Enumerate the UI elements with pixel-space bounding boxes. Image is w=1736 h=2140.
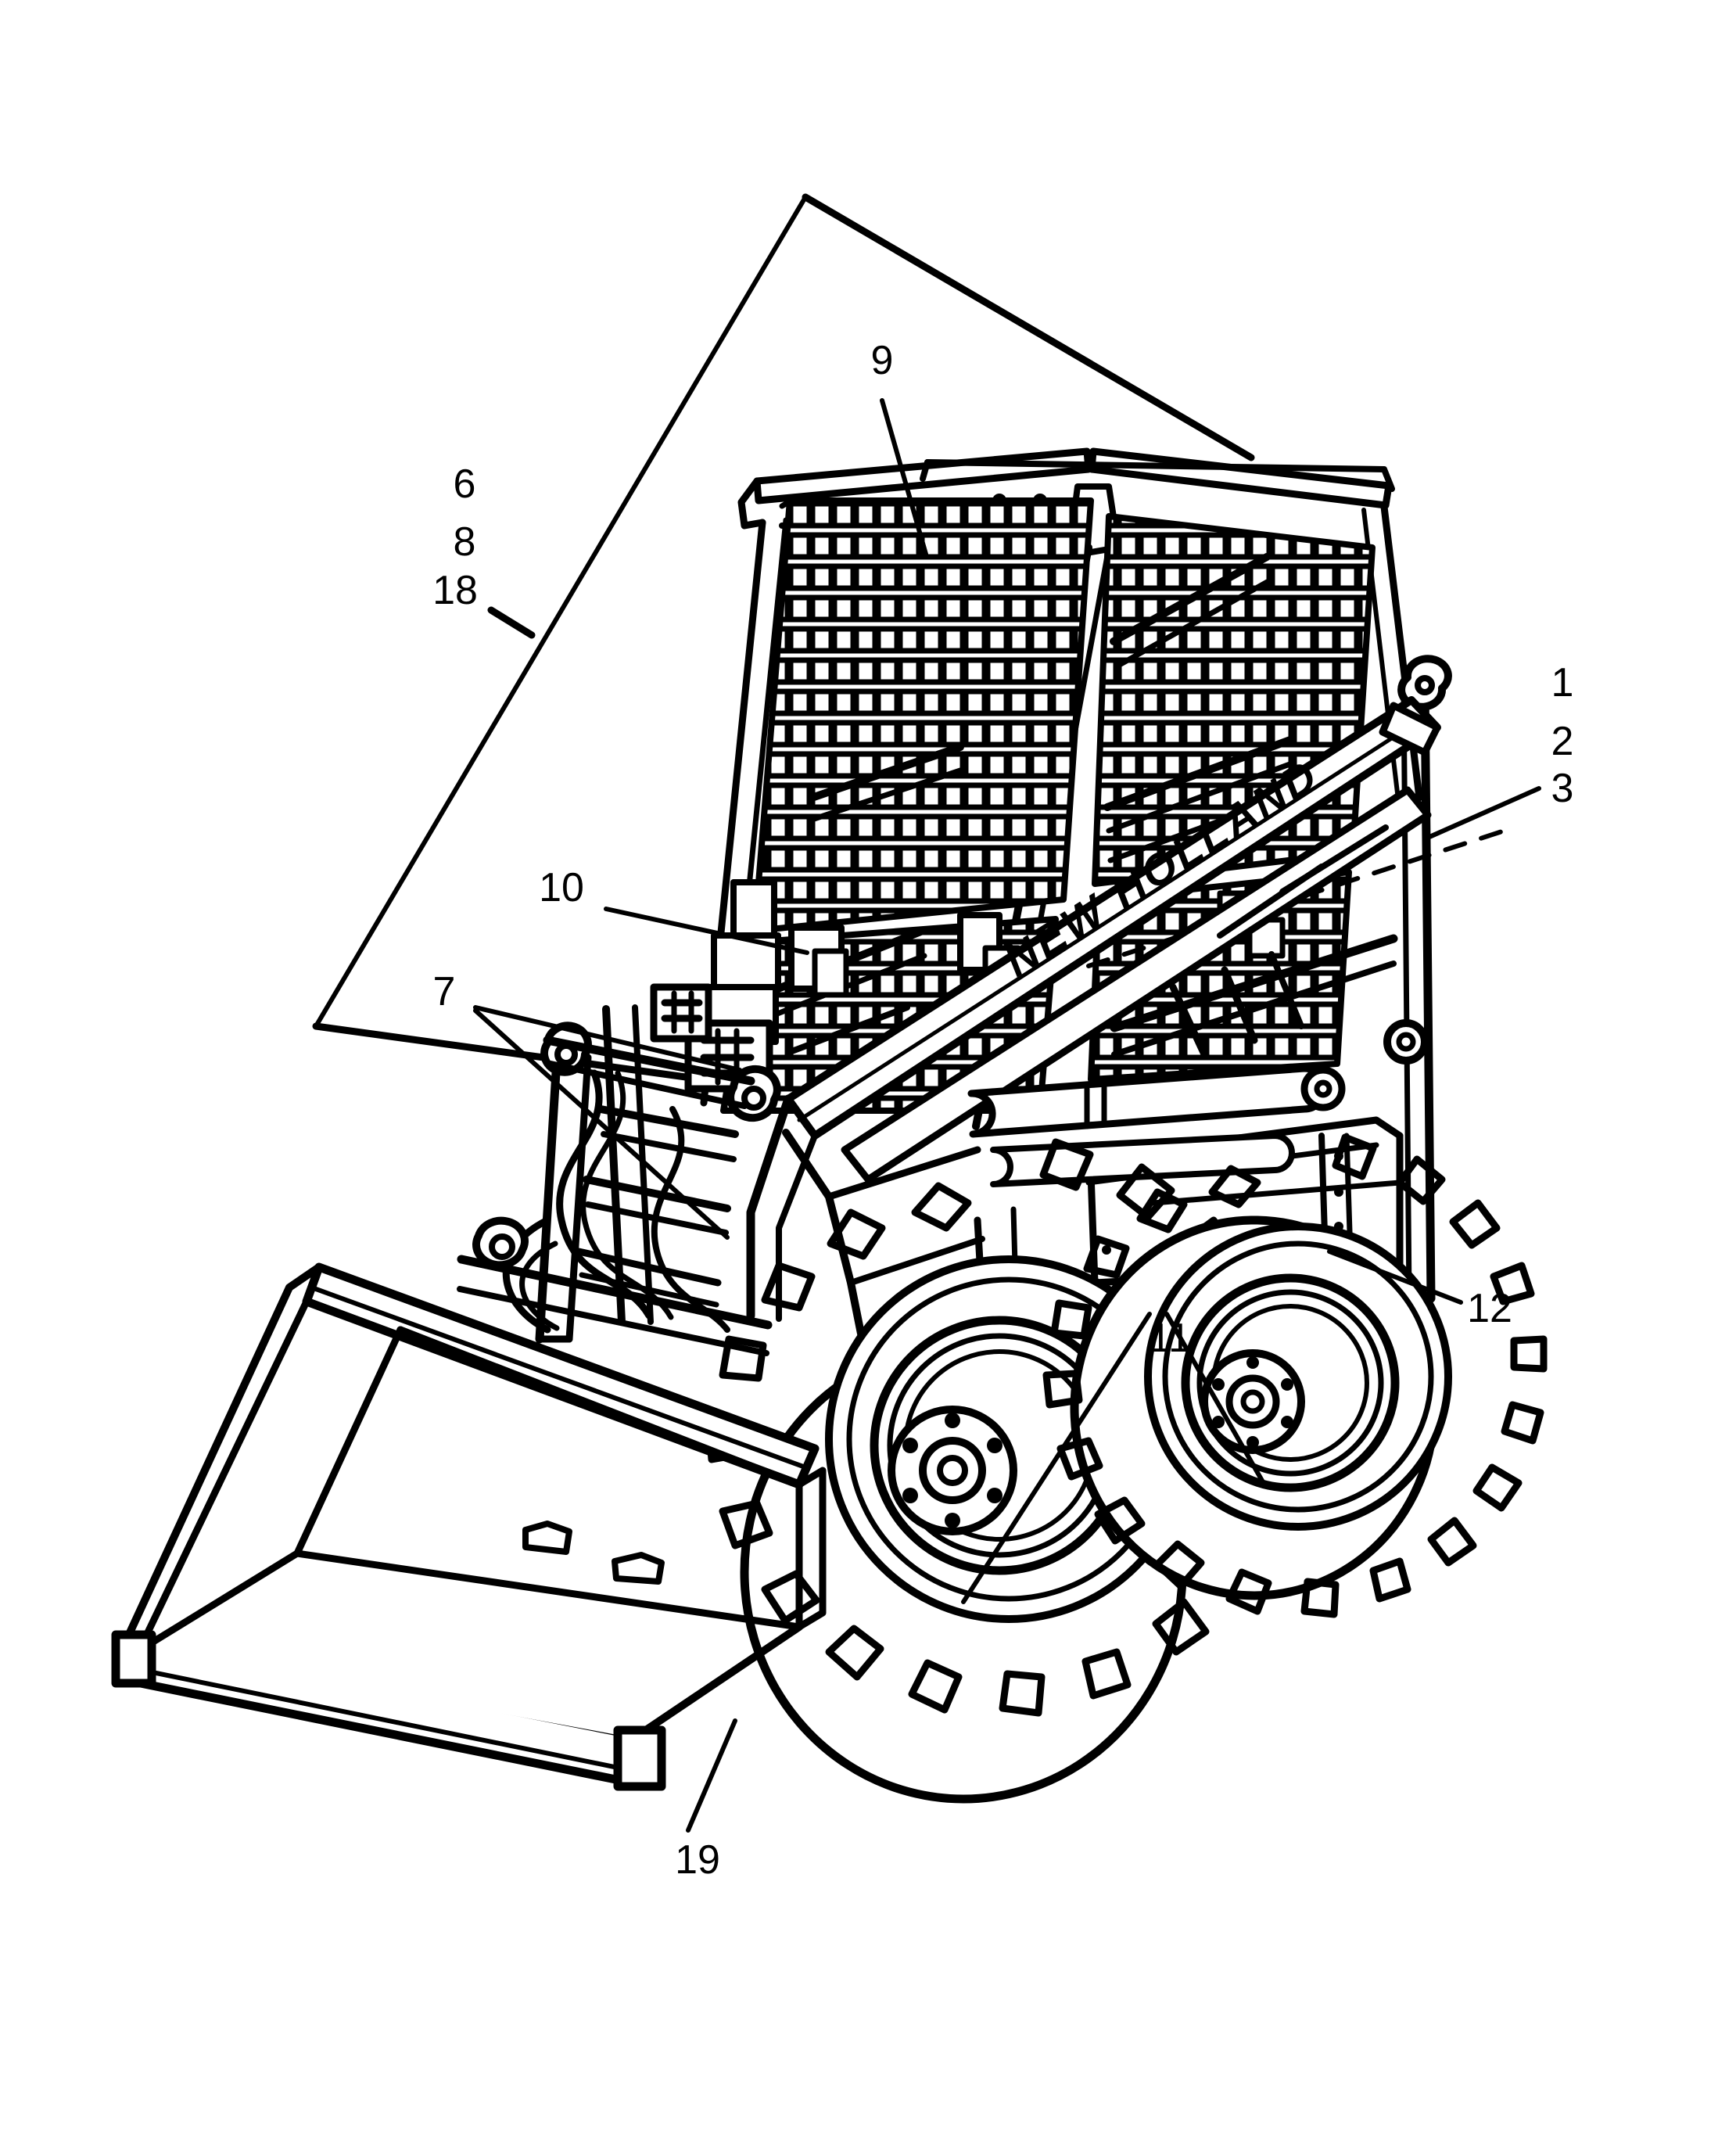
callout-label-group: 6 8 18 9 1 2 3 10 7 12 11 19 <box>432 338 1573 1883</box>
callout-label-9: 9 <box>871 338 894 383</box>
loader-bucket <box>111 1262 827 1791</box>
callout-label-12: 12 <box>1467 1286 1512 1331</box>
callout-label-7: 7 <box>433 969 456 1014</box>
callout-label-11: 11 <box>1149 1316 1191 1361</box>
callout-label-18: 18 <box>432 568 478 613</box>
rear-tire <box>1042 1133 1548 1618</box>
callout-label-19: 19 <box>675 1837 720 1883</box>
callout-label-10: 10 <box>539 865 584 910</box>
cab-boundary-outline <box>312 193 1255 1115</box>
callout-leaders <box>473 398 1541 1833</box>
callout-label-3: 3 <box>1551 766 1574 811</box>
loader-boom-arm <box>746 696 1441 1322</box>
callout-label-8: 8 <box>454 519 476 565</box>
callout-label-6: 6 <box>454 461 476 507</box>
callout-label-2: 2 <box>1551 719 1574 764</box>
callout-label-1: 1 <box>1551 660 1574 706</box>
lift-arm-hydraulics <box>457 983 781 1356</box>
